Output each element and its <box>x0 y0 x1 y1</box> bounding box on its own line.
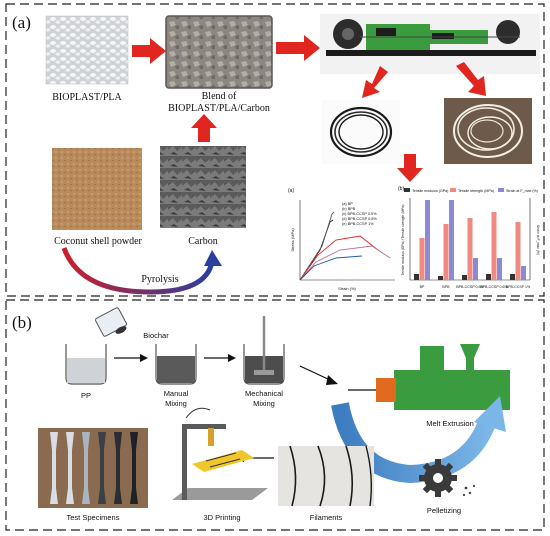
black-filament-spool-image <box>322 100 400 164</box>
pelletizing-gear-icon <box>419 459 476 497</box>
inset-left-legend-3: (d) BPB-CCSP 0.6% <box>342 217 377 221</box>
coconut-label: Coconut shell powder <box>54 236 142 247</box>
melt-extruder-icon <box>348 344 510 410</box>
filament-extruder-image <box>320 14 540 74</box>
inset-left-legend-2: (c) BPB-CCSP 0.5% <box>342 212 377 216</box>
arrow-up-icon <box>191 114 217 142</box>
inset-bar <box>467 218 473 280</box>
panel-b-label: (b) <box>12 313 32 332</box>
inset-left-legend-1: (b) BPB <box>342 207 356 211</box>
inset-left-xlabel: Strain (%) <box>338 286 356 291</box>
filaments-label: Filaments <box>310 513 343 522</box>
blend-tray-image <box>165 15 273 89</box>
panel-a-frame <box>5 3 545 297</box>
inset-bar <box>515 222 521 280</box>
inset-bar <box>486 274 491 280</box>
inset-bar <box>497 258 502 280</box>
inset-right-cat-1: BPB <box>442 285 450 289</box>
blend-label-line1: Blend of <box>202 91 237 102</box>
test-specimens-image <box>38 428 148 508</box>
3d-printer-icon <box>172 407 268 500</box>
arrow-head-icon <box>140 354 148 362</box>
carbon-sem-image <box>160 146 246 228</box>
inset-bar-chart: (b) Tensile modulus (GPa) Tensile streng… <box>398 186 540 289</box>
inset-bar <box>425 200 430 280</box>
filaments-image <box>278 445 374 507</box>
inset-bar <box>491 212 497 280</box>
bioplast-label: BIOPLAST/PLA <box>52 92 122 103</box>
pp-beaker-icon <box>65 344 107 385</box>
arrow-head-icon <box>474 396 506 432</box>
3d-printing-label: 3D Printing <box>203 513 240 522</box>
melt-extrusion-label: Melt Extrusion <box>426 419 474 428</box>
inset-bar <box>438 276 443 280</box>
mechanical-label-line2: Mixing <box>253 399 275 408</box>
arrow-right-icon <box>132 38 166 64</box>
pp-label: PP <box>81 391 91 400</box>
panel-b-frame <box>5 299 545 531</box>
panel-a-label: (a) <box>12 13 31 32</box>
pelletizing-label: Pelletizing <box>427 506 461 515</box>
arrow-down-right-icon <box>456 62 486 96</box>
arrow-down-icon <box>397 154 423 182</box>
inset-right-ylabel-left: Tensile modulus (GPa) / Tensile strength… <box>401 205 405 276</box>
inset-right-cat-2: BPB-CCSP 0.5% <box>456 285 484 289</box>
inset-bar <box>473 258 478 280</box>
bioplast-pellets-image <box>45 15 129 85</box>
inset-right-cat-4: BPB-CCSP 1% <box>506 285 531 289</box>
white-filament-spool-image <box>444 98 532 164</box>
arrow-head-icon <box>228 354 236 362</box>
inset-bar <box>443 224 449 280</box>
inset-bar <box>510 274 515 280</box>
test-specimens-label: Test Specimens <box>67 513 120 522</box>
manual-mixing-beaker-icon <box>155 344 197 385</box>
inset-left-label: (a) <box>288 188 294 194</box>
inset-stress-strain-chart: (a) (a) BP (b) BPB (c) BPB-CCSP 0.5% (d)… <box>288 188 395 291</box>
mechanical-label-line1: Mechanical <box>245 389 283 398</box>
coconut-powder-image <box>52 148 142 230</box>
arrow-head-icon <box>204 250 222 266</box>
inset-right-legend-1: Tensile strength (MPa) <box>458 189 494 193</box>
manual-label-line1: Manual <box>164 389 189 398</box>
arrow-line <box>299 365 331 381</box>
biochar-label: Biochar <box>143 331 169 340</box>
arrow-right-icon <box>276 35 320 61</box>
mechanical-mixing-beaker-icon <box>243 316 285 385</box>
inset-right-cat-0: BP <box>420 285 425 289</box>
inset-right-label: (b) <box>398 186 404 192</box>
inset-bar <box>521 266 526 280</box>
inset-right-legend-2: Strain at F_max (%) <box>506 189 538 193</box>
inset-bar <box>419 238 425 280</box>
inset-left-legend-4: (e) BPB-CCSP 1% <box>342 222 374 226</box>
inset-left-legend-0: (a) BP <box>342 202 353 206</box>
pyrolysis-arrow <box>61 247 215 295</box>
inset-left-ylabel: Stress (MPa) <box>290 228 295 252</box>
inset-bar <box>449 200 454 280</box>
inset-bar <box>462 275 467 280</box>
inset-right-legend-0: Tensile modulus (GPa) <box>412 189 448 193</box>
arrow-head-icon <box>326 375 338 385</box>
arrow-down-left-icon <box>362 66 388 98</box>
manual-label-line2: Mixing <box>165 399 187 408</box>
biochar-cup-icon <box>95 307 127 337</box>
inset-right-ylabel-right: Strain at F_max (%) <box>536 225 540 255</box>
carbon-label: Carbon <box>188 236 217 247</box>
inset-right-cat-3: BPB-CCSP 0.6% <box>480 285 508 289</box>
inset-bar <box>414 274 419 280</box>
pyrolysis-label: Pyrolysis <box>141 274 178 285</box>
blend-label-line2: BIOPLAST/PLA/Carbon <box>168 103 270 114</box>
cycle-sweep-arrow <box>331 402 497 484</box>
